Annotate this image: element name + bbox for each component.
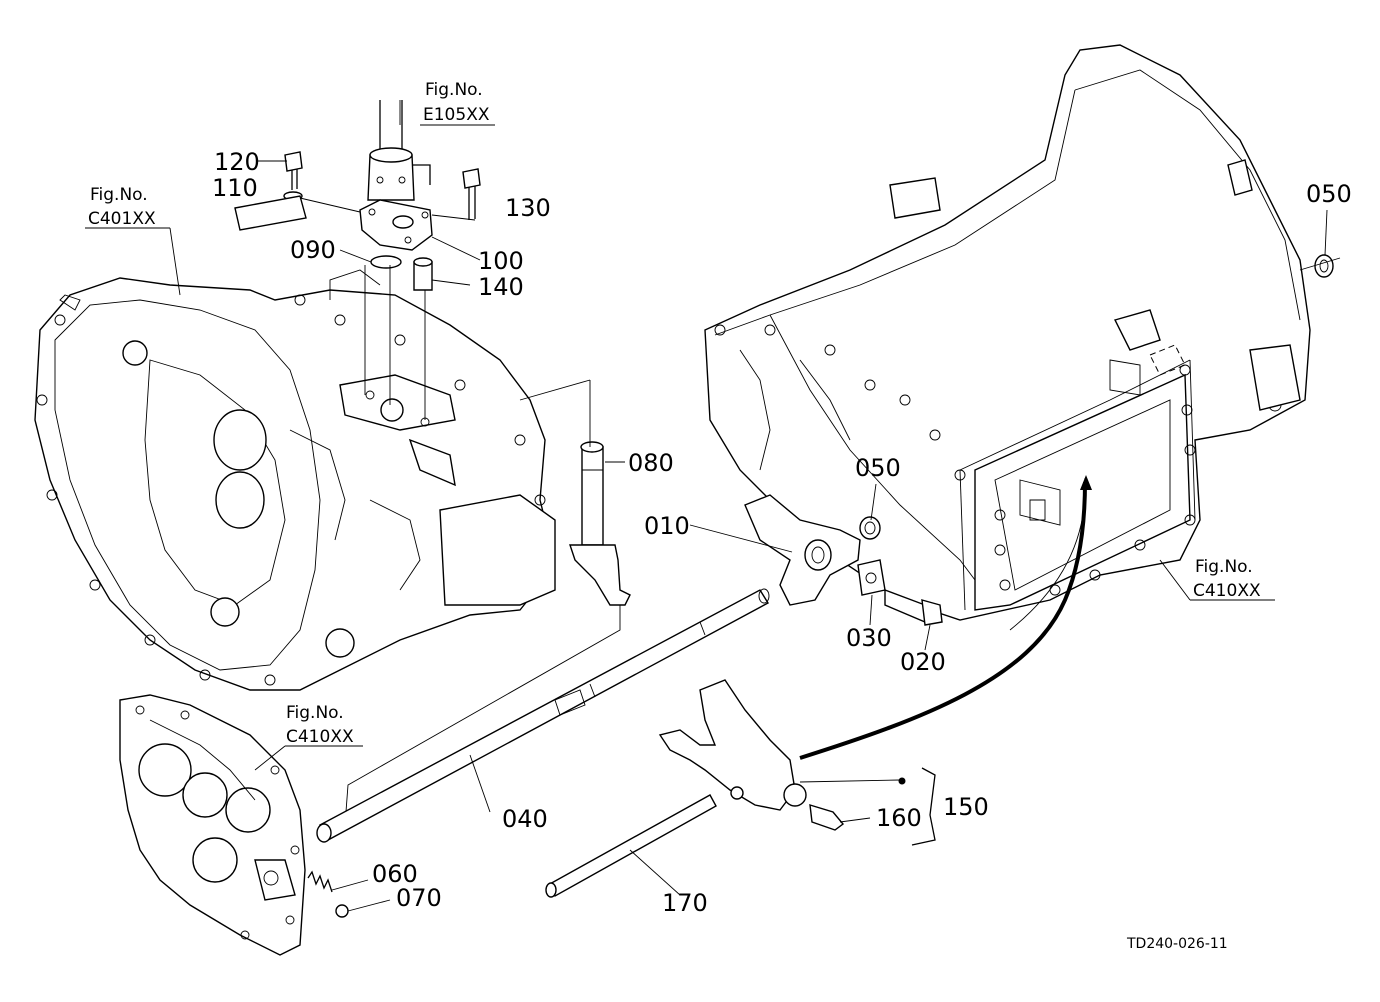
transmission-case bbox=[704, 44, 1311, 621]
label-020: 020 bbox=[900, 648, 946, 676]
fig-ref-e105-prefix: Fig.No. bbox=[425, 80, 483, 100]
o-ring bbox=[370, 255, 402, 269]
fig-ref-c401-code: C401XX bbox=[88, 209, 156, 229]
label-140: 140 bbox=[478, 273, 524, 301]
spring bbox=[307, 870, 333, 893]
lock-plate bbox=[857, 559, 886, 596]
fig-ref-e105-code: E105XX bbox=[423, 105, 490, 125]
fork-rod bbox=[545, 794, 717, 898]
fig-ref-c410-right-prefix: Fig.No. bbox=[1195, 557, 1253, 577]
shim-plate bbox=[234, 195, 307, 231]
snap-ring-right bbox=[1299, 254, 1341, 278]
label-010: 010 bbox=[644, 512, 690, 540]
fig-ref-c410-lower-prefix: Fig.No. bbox=[286, 703, 344, 723]
label-120: 120 bbox=[214, 148, 260, 176]
fork-assembly bbox=[658, 679, 906, 831]
drawing-code: TD240-026-11 bbox=[1126, 936, 1228, 952]
fig-ref-c401-prefix: Fig.No. bbox=[90, 185, 148, 205]
shift-shaft bbox=[316, 588, 770, 843]
bolt-020 bbox=[884, 588, 943, 626]
label-090: 090 bbox=[290, 236, 336, 264]
detent-ball bbox=[335, 904, 349, 918]
label-030: 030 bbox=[846, 624, 892, 652]
label-100: 100 bbox=[478, 247, 524, 275]
fig-ref-c410-lower-code: C410XX bbox=[286, 727, 354, 747]
label-070: 070 bbox=[396, 884, 442, 912]
label-170: 170 bbox=[662, 889, 708, 917]
shift-lever-bracket-assembly bbox=[234, 100, 481, 420]
label-150: 150 bbox=[943, 793, 989, 821]
label-160: 160 bbox=[876, 804, 922, 832]
label-130: 130 bbox=[505, 194, 551, 222]
bolt-130 bbox=[462, 168, 481, 189]
snap-ring-mid bbox=[859, 516, 881, 540]
label-040: 040 bbox=[502, 805, 548, 833]
label-110: 110 bbox=[212, 174, 258, 202]
label-060: 060 bbox=[372, 860, 418, 888]
label-050-right: 050 bbox=[1306, 180, 1352, 208]
label-080: 080 bbox=[628, 449, 674, 477]
shift-arm bbox=[344, 379, 631, 826]
fig-ref-c410-right-code: C410XX bbox=[1193, 581, 1261, 601]
assembly-bracket bbox=[911, 767, 936, 846]
clutch-housing bbox=[34, 269, 556, 691]
label-050-mid: 050 bbox=[855, 454, 901, 482]
front-cover bbox=[119, 694, 306, 956]
bolt-120 bbox=[284, 151, 303, 172]
shift-fork bbox=[744, 494, 861, 606]
